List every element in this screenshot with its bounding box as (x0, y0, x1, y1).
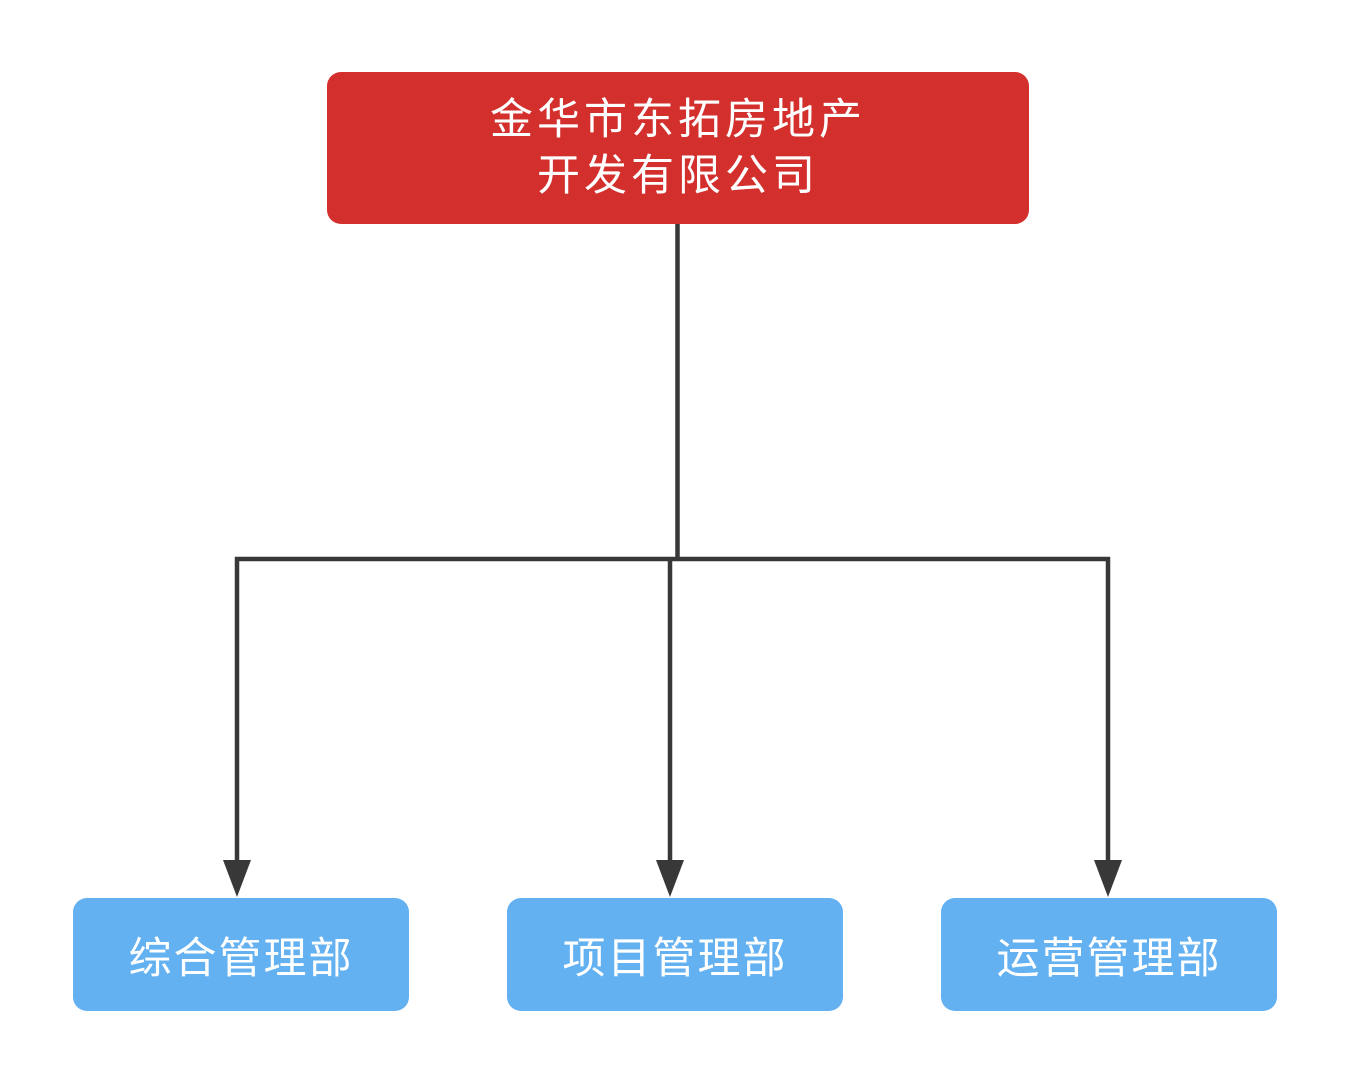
node-dept-project-management[interactable]: 项目管理部 (507, 898, 843, 1011)
node-dept-general-management-label: 综合管理部 (128, 934, 354, 983)
arrowhead-down-right-icon (1094, 860, 1122, 897)
node-dept-operations-management-label: 运营管理部 (996, 934, 1222, 983)
node-root-company-label-line2: 开发有限公司 (537, 152, 819, 200)
node-dept-project-management-label: 项目管理部 (562, 934, 788, 983)
arrowhead-down-left-icon (223, 860, 251, 897)
node-root-company-label-line1: 金华市东拓房地产 (490, 96, 866, 144)
arrowhead-down-middle-icon (656, 860, 684, 897)
node-dept-general-management[interactable]: 综合管理部 (73, 898, 409, 1011)
node-dept-operations-management[interactable]: 运营管理部 (941, 898, 1277, 1011)
node-root-company[interactable]: 金华市东拓房地产 开发有限公司 (327, 72, 1029, 224)
